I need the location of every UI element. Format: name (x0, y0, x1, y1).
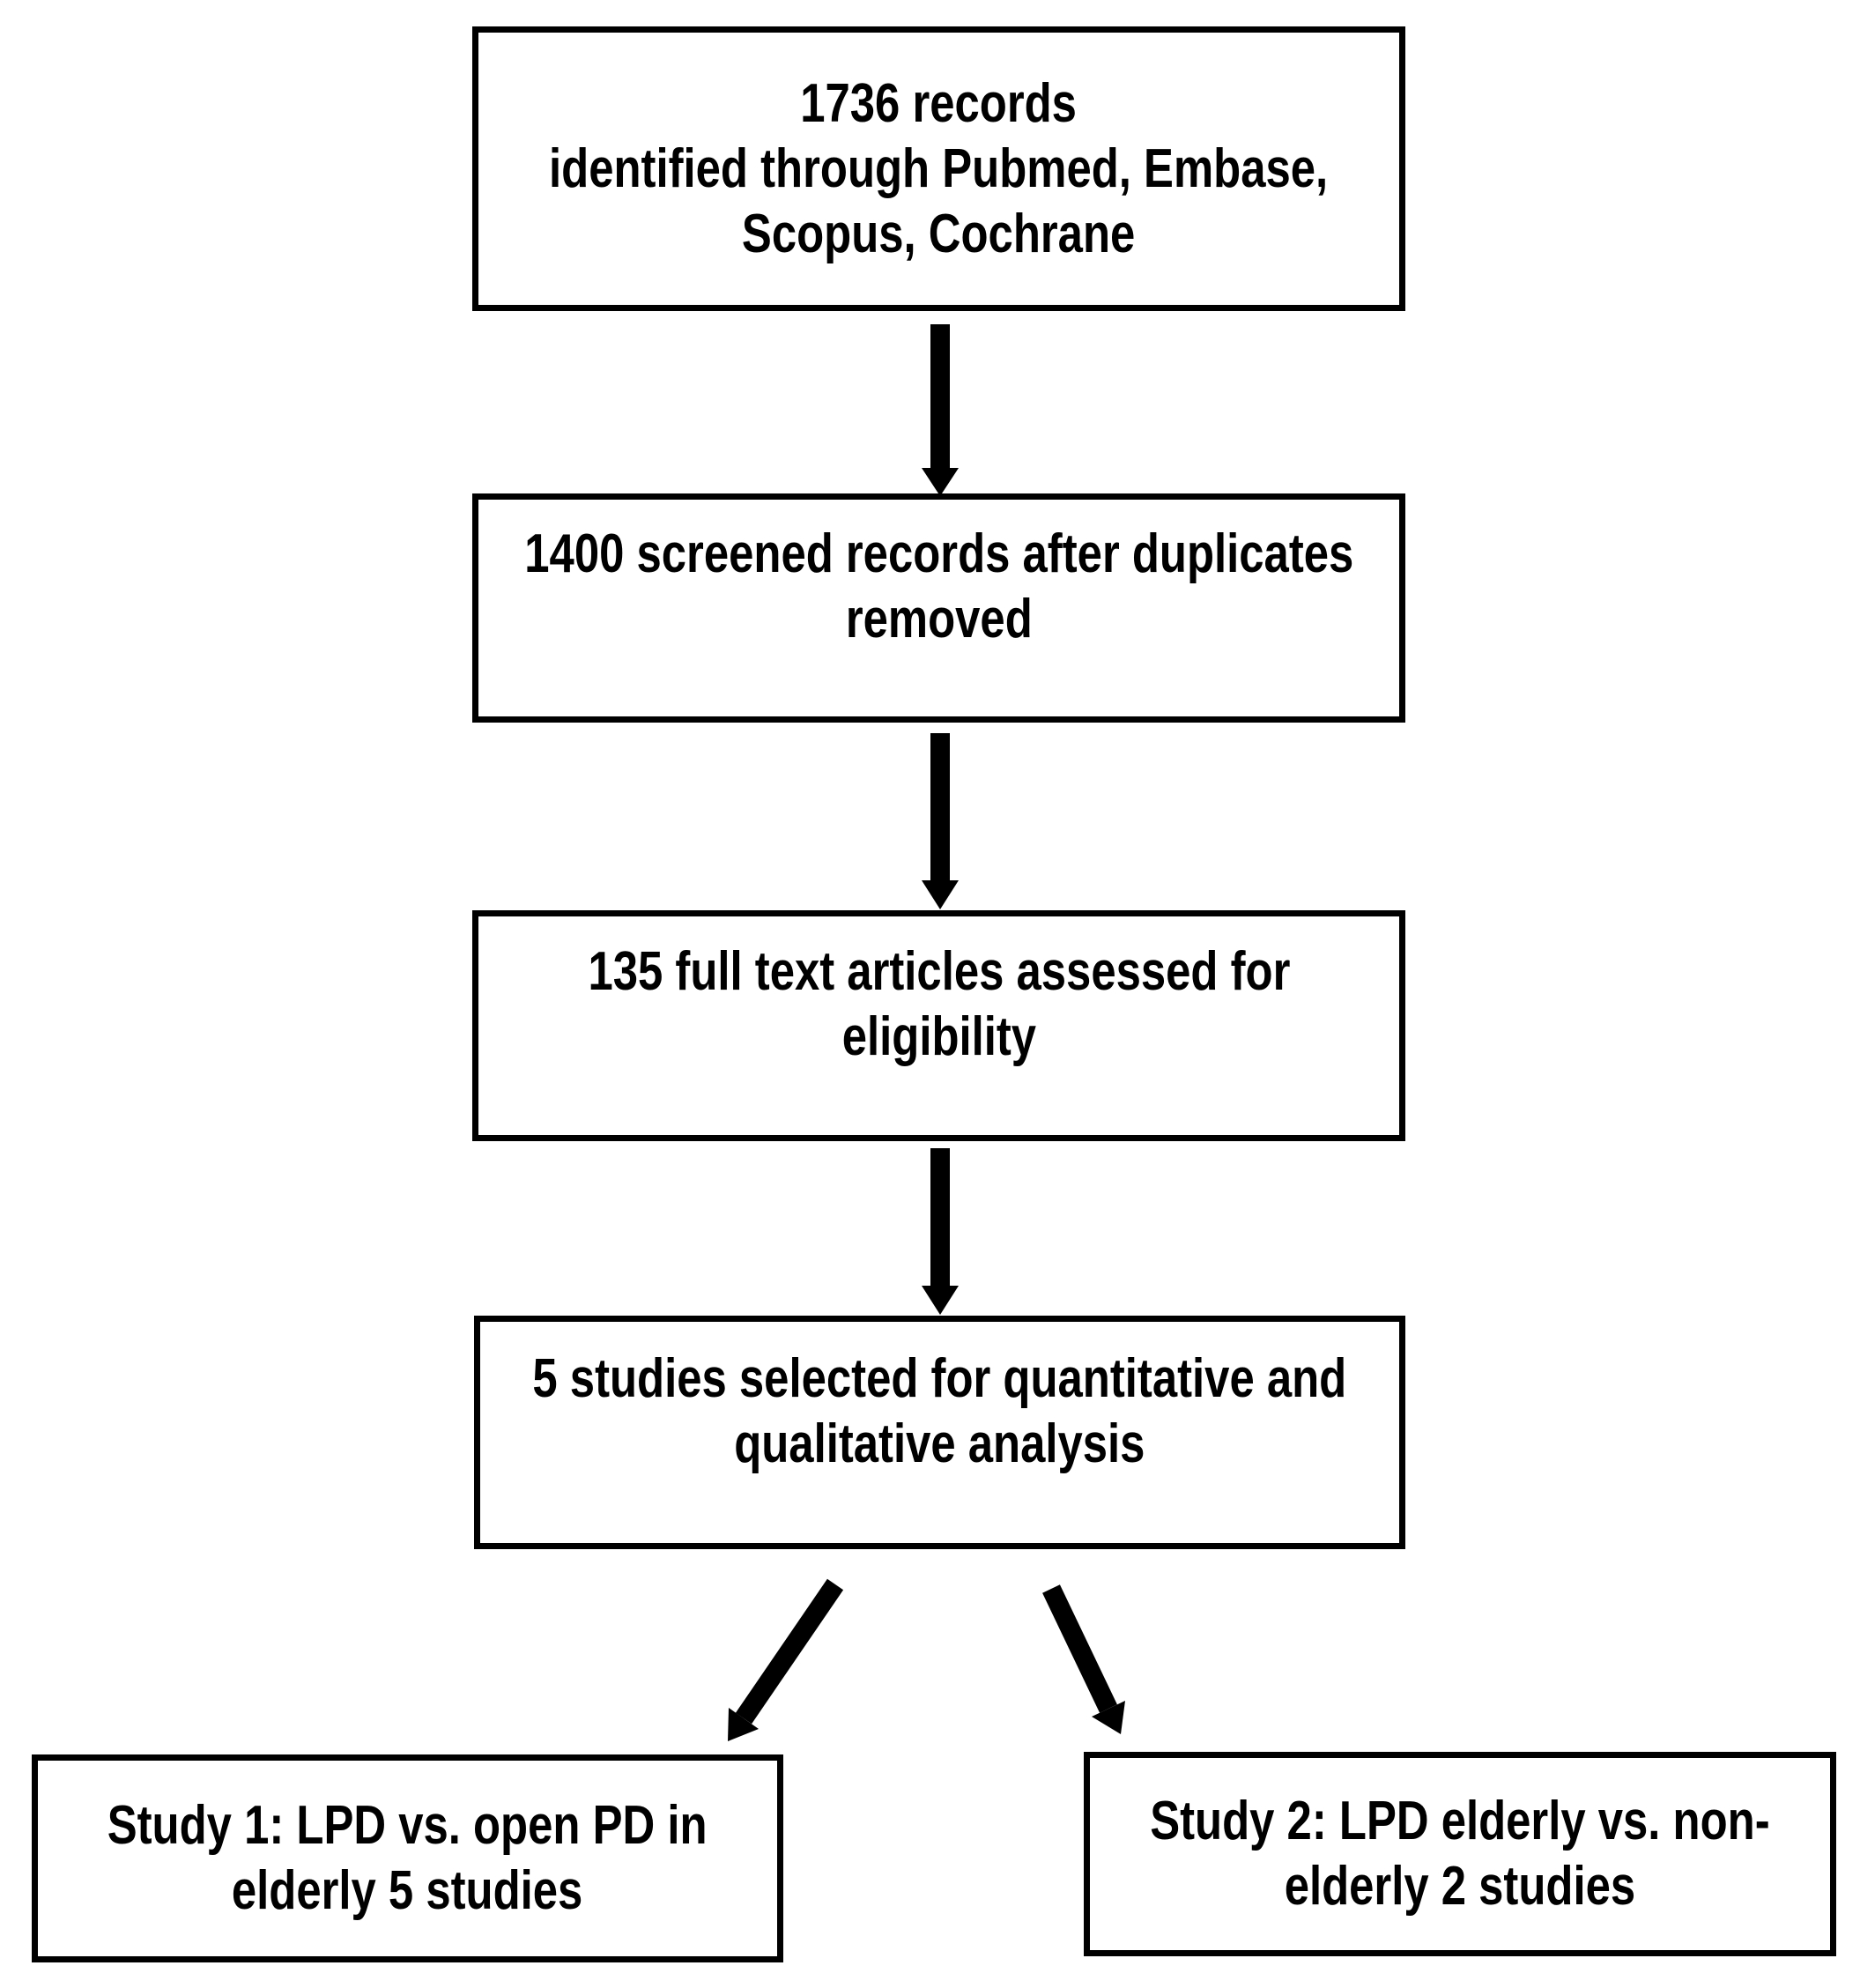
arrow-eligibility-to-included (922, 1148, 959, 1315)
box-text-line: removed (845, 589, 1033, 649)
box-text-line: 5 studies selected for quantitative and (532, 1347, 1347, 1409)
box-text-line: Study 2: LPD elderly vs. non- (1150, 1791, 1770, 1851)
arrow-screening-to-eligibility (922, 733, 959, 909)
flow-box-eligibility: 135 full text articles assessed for elig… (472, 910, 1405, 1141)
arrow-included-to-study1 (728, 1578, 844, 1741)
box-text-line: Study 1: LPD vs. open PD in (107, 1795, 708, 1856)
box-text-line: identified through Pubmed, Embase, (549, 137, 1329, 199)
box-text-line: Scopus, Cochrane (742, 203, 1136, 264)
box-text-line: elderly 5 studies (232, 1860, 583, 1921)
flow-box-included: 5 studies selected for quantitative and … (474, 1316, 1405, 1549)
box-text-line: qualitative analysis (734, 1413, 1145, 1474)
box-text-line: elderly 2 studies (1284, 1856, 1636, 1917)
arrow-included-to-study2 (1042, 1584, 1125, 1734)
box-text-line: 1736 records (800, 72, 1078, 134)
flow-box-study2: Study 2: LPD elderly vs. non- elderly 2 … (1084, 1752, 1836, 1956)
box-text-line: eligibility (841, 1006, 1036, 1067)
box-text-line: 135 full text articles assessed for (588, 941, 1290, 1002)
box-text-line: 1400 screened records after duplicates (524, 523, 1354, 584)
flow-box-screening: 1400 screened records after duplicates r… (472, 493, 1405, 723)
flow-box-study1: Study 1: LPD vs. open PD in elderly 5 st… (32, 1754, 783, 1962)
arrow-identification-to-screening (922, 324, 959, 496)
flow-box-identification: 1736 records identified through Pubmed, … (472, 26, 1405, 311)
